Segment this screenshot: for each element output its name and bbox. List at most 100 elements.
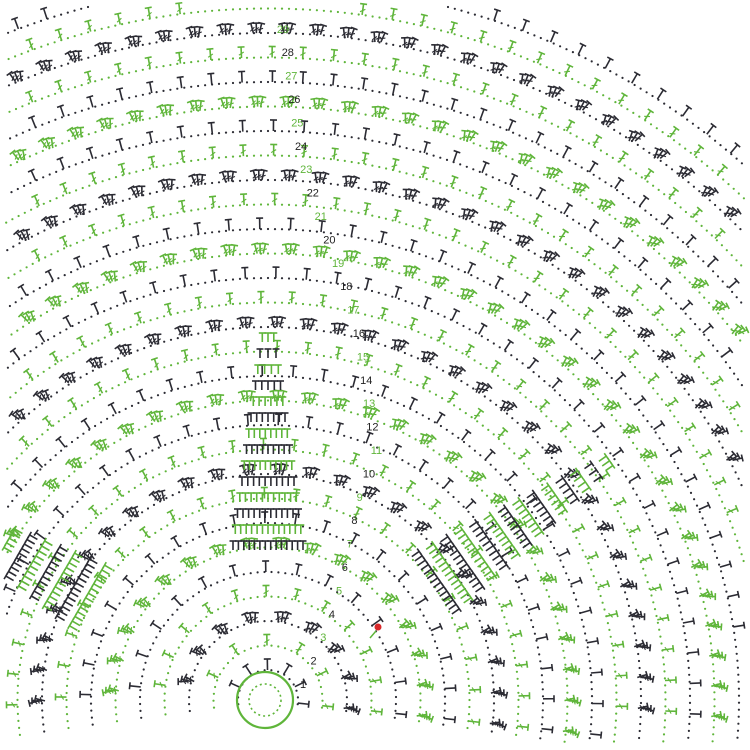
stitch-symbol [261, 428, 269, 438]
chain-dot [522, 462, 526, 465]
chain-dot [413, 658, 416, 661]
stitch-symbol [293, 587, 302, 601]
chain-dot [198, 535, 201, 538]
chain-dot [114, 100, 117, 103]
chain-dot [76, 268, 79, 271]
chain-dot [143, 347, 146, 350]
stitch-symbol [237, 46, 245, 59]
chain-dot [87, 107, 90, 110]
chain-dot [204, 34, 207, 38]
chain-dot [610, 376, 613, 380]
chain-dot [639, 87, 642, 90]
chain-dot [697, 255, 700, 258]
chain-dot [687, 729, 691, 733]
stitch-symbol [208, 544, 219, 556]
chain-dot [231, 204, 235, 207]
stitch-symbol [90, 356, 100, 369]
chain-dot [668, 106, 672, 109]
chain-dot [329, 481, 332, 484]
chain-dot [283, 647, 287, 650]
chain-dot [690, 215, 693, 218]
chain-dot [118, 528, 121, 531]
chain-dot [582, 254, 585, 258]
chain-dot [363, 364, 366, 367]
chain-dot [183, 310, 186, 313]
chain-dot [364, 39, 367, 42]
chain-dot [595, 90, 599, 93]
chain-dot [217, 181, 221, 184]
stitch-symbol [643, 706, 656, 715]
chain-dot [216, 581, 219, 584]
chain-dot [733, 372, 736, 375]
stitch-symbol [33, 529, 46, 540]
chain-dot [426, 445, 429, 448]
chain-dot [682, 625, 685, 628]
chain-dot [456, 294, 459, 297]
chain-dot [535, 639, 538, 642]
stitch-symbol [12, 408, 23, 420]
stitch-symbol [76, 335, 86, 348]
chain-dot [15, 494, 18, 497]
stitch-symbol [558, 479, 570, 490]
chain-dot [141, 118, 144, 121]
chain-dot [534, 516, 538, 520]
chain-dot [518, 134, 521, 137]
chain-dot [447, 400, 450, 403]
chain-dot [87, 133, 90, 136]
chain-dot [148, 117, 151, 120]
stitch-symbol [569, 495, 581, 505]
stitch-symbol [542, 249, 551, 262]
stitch-symbol [631, 283, 643, 296]
chain-dot [524, 137, 528, 140]
stitch-symbol [369, 486, 381, 498]
chain-dot [301, 180, 305, 183]
chain-dot [512, 649, 515, 653]
chain-dot [675, 376, 678, 379]
chain-dot [218, 304, 221, 307]
chain-dot [689, 553, 692, 556]
chain-dot [64, 301, 67, 304]
stitch-symbol [559, 228, 569, 241]
stitch-symbol [608, 264, 619, 276]
chain-dot [318, 555, 321, 558]
chain-dot [506, 102, 509, 105]
chain-dot [629, 535, 632, 538]
chain-dot [594, 326, 597, 329]
chain-dot [48, 173, 51, 176]
stitch-symbol [275, 492, 283, 502]
chain-dot [259, 129, 263, 133]
chain-dot [14, 301, 17, 304]
chain-dot [683, 276, 686, 279]
round-label: 15 [357, 351, 369, 363]
chain-dot [357, 261, 360, 264]
chain-dot [506, 50, 509, 53]
stitch-symbol [64, 458, 77, 469]
chain-dot [370, 340, 373, 343]
chain-dot [43, 229, 46, 232]
chain-dot [575, 342, 578, 346]
chain-dot [26, 629, 29, 632]
chain-dot [308, 180, 312, 183]
chain-dot [322, 132, 325, 135]
stitch-symbol [6, 669, 19, 677]
stitch-symbol [468, 718, 481, 726]
stitch-symbol [35, 663, 48, 672]
stitch-symbol [115, 137, 123, 151]
stitch-symbol [153, 680, 166, 688]
chain-dot [336, 10, 339, 14]
chain-dot [181, 640, 184, 643]
stitch-symbol [631, 71, 641, 84]
chain-dot [177, 438, 180, 442]
chain-dot [80, 109, 83, 112]
chain-dot [188, 703, 191, 706]
stitch-symbol [236, 492, 244, 502]
chain-dot [17, 214, 20, 218]
chain-dot [593, 263, 596, 266]
chain-dot [582, 625, 585, 628]
chain-dot [722, 178, 725, 181]
chain-dot [202, 560, 206, 563]
chain-dot [301, 450, 305, 454]
chain-dot [561, 642, 564, 646]
chain-dot [657, 188, 660, 191]
chain-dot [573, 409, 576, 412]
